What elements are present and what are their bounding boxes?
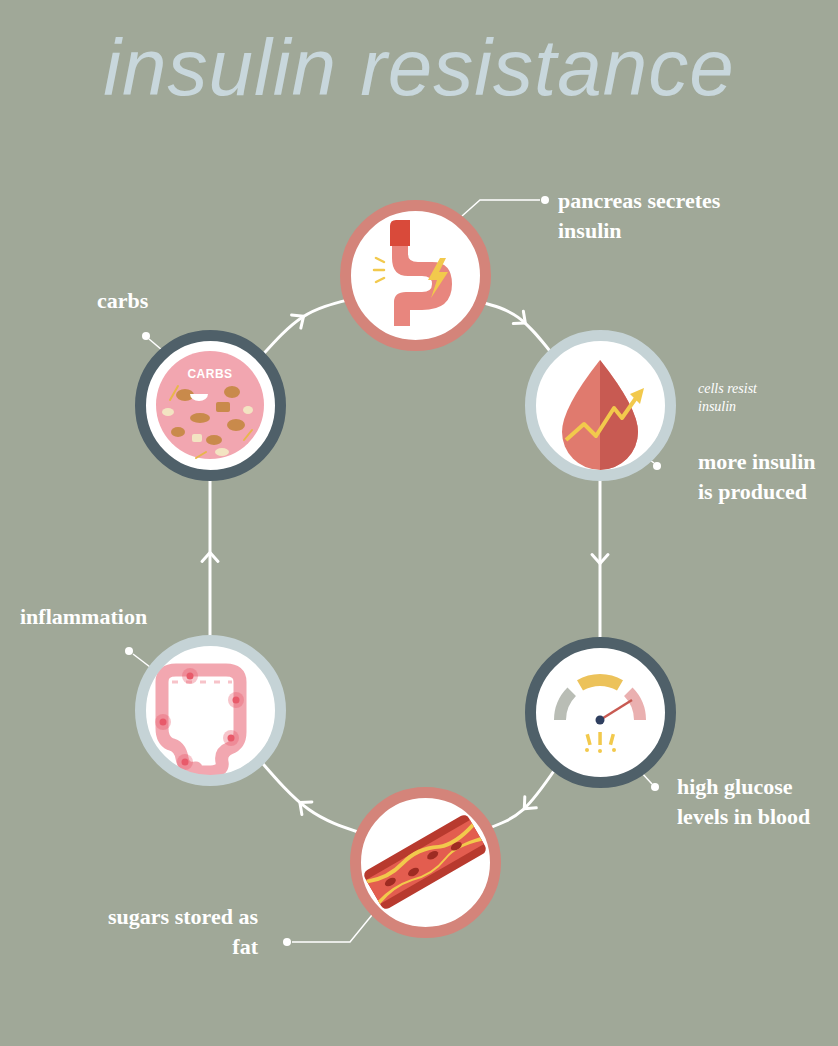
cycle-node: carbsCARBS	[135, 330, 286, 481]
ring-outline	[135, 635, 286, 786]
ring-circle	[530, 335, 670, 475]
cycle-node: inflammation	[135, 635, 286, 786]
disc	[144, 209, 666, 928]
cycle-connector	[261, 300, 348, 356]
ring-outline	[135, 330, 286, 481]
cycle-edge-group	[260, 760, 360, 832]
gauge-icon	[560, 680, 640, 753]
arrow-head	[513, 311, 525, 323]
node-label: inflammation	[20, 602, 190, 632]
ring-circle	[530, 642, 670, 782]
vessel-icon	[362, 813, 488, 911]
cycle-connector	[260, 760, 360, 832]
cycle-node: sugars stored as fat	[350, 787, 501, 938]
blood-drop-icon	[562, 360, 644, 470]
ring-outline	[350, 787, 501, 938]
pancreas-icon	[374, 220, 452, 326]
arrow-head	[524, 797, 536, 809]
cycle-connector	[599, 476, 602, 641]
arrow-head	[202, 553, 218, 562]
cycle-node: cells resist insulinmore insulin is prod…	[525, 330, 676, 481]
ring-circle	[355, 792, 495, 932]
arrow-head	[300, 802, 312, 815]
node-label: pancreas secretes insulin	[558, 186, 778, 245]
icon-label: CARBS	[160, 367, 260, 381]
cycle-edge-group	[488, 768, 556, 829]
node-label: carbs	[97, 286, 187, 316]
ring-circle	[140, 335, 280, 475]
intestine-icon	[155, 668, 244, 772]
ring-outline	[525, 330, 676, 481]
cycle-edge-group	[202, 476, 218, 639]
ring-outline	[525, 637, 676, 788]
leader-line	[133, 200, 654, 942]
ring-circle	[345, 205, 485, 345]
cycle-connector	[209, 476, 212, 639]
cycle-connector	[488, 768, 556, 829]
cycle-connector	[481, 302, 552, 353]
node-label: high glucose levels in blood	[677, 772, 827, 831]
ring-circle	[140, 640, 280, 780]
node-label: more insulin is produced	[698, 447, 832, 506]
cycle-edge-group	[481, 302, 552, 353]
node-label: sugars stored as fat	[108, 902, 258, 961]
leader-dot	[125, 196, 661, 946]
cycle-node: pancreas secretes insulin	[340, 200, 491, 351]
cycle-edge-group	[592, 476, 608, 641]
node-note: cells resist insulin	[698, 380, 798, 416]
cycle-edge-group	[261, 300, 348, 356]
arrow-head	[592, 555, 608, 564]
cycle-node: high glucose levels in blood	[525, 637, 676, 788]
diagram-title: insulin resistance	[0, 20, 838, 116]
ring-outline	[340, 200, 491, 351]
carbs-icon	[156, 351, 264, 459]
arrow-head	[292, 315, 304, 328]
